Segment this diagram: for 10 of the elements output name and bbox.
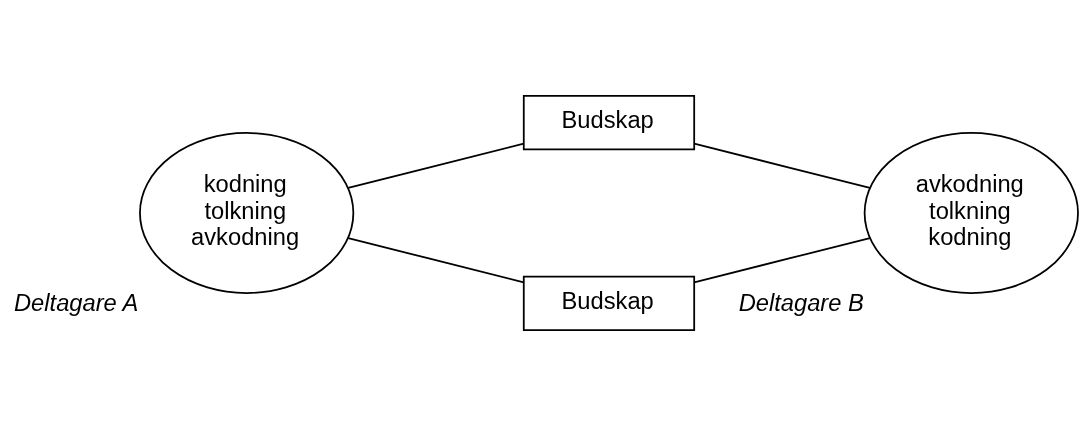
node-label: Deltagare B bbox=[738, 289, 864, 316]
node-ellipse: kodning tolkning avkodning bbox=[139, 132, 355, 294]
connector bbox=[693, 142, 871, 189]
node-ellipse: avkodning tolkning kodning bbox=[863, 132, 1079, 294]
connector bbox=[693, 237, 871, 284]
node-box: Budskap bbox=[522, 95, 696, 151]
node-label: Deltagare A bbox=[13, 289, 139, 316]
node-box: Budskap bbox=[522, 275, 696, 331]
connector bbox=[347, 142, 525, 189]
connector bbox=[347, 237, 525, 284]
